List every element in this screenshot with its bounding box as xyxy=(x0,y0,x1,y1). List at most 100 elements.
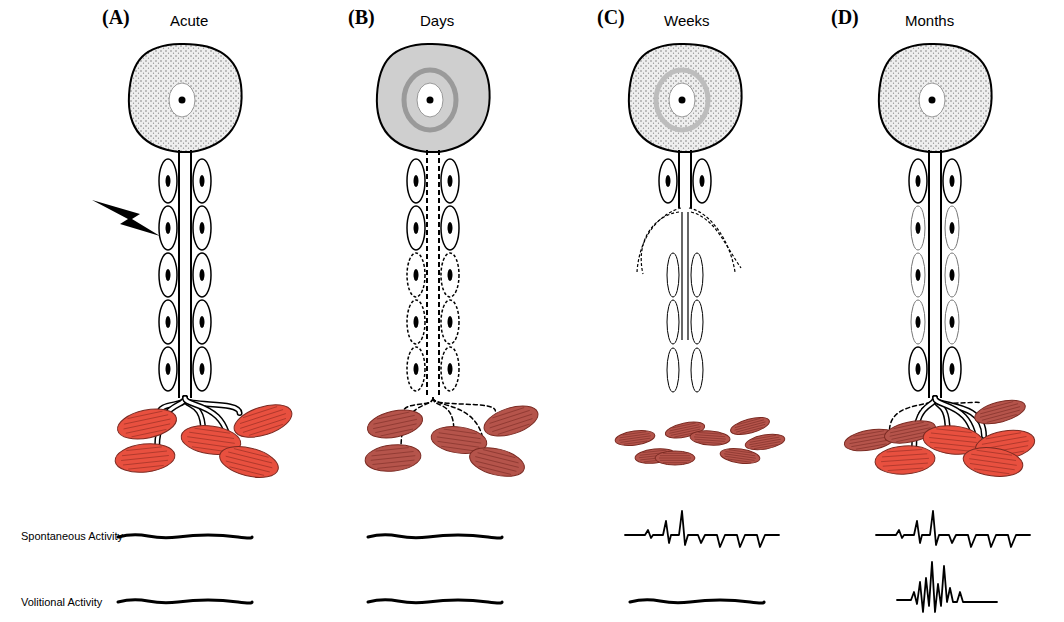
schwann-cell xyxy=(193,253,211,297)
axon-membrane xyxy=(178,150,180,398)
bungner-band xyxy=(691,253,703,297)
schwann-nucleus xyxy=(700,175,705,187)
axon-membrane xyxy=(678,150,680,208)
striation xyxy=(896,435,926,441)
schwann-nucleus xyxy=(950,175,955,187)
schwann-nucleus xyxy=(414,222,419,234)
muscle-body xyxy=(690,430,731,447)
striation xyxy=(850,433,889,440)
emg-trace xyxy=(118,535,252,538)
bungner-band xyxy=(691,348,703,392)
striation xyxy=(672,423,695,428)
striation xyxy=(441,446,474,451)
schwann-cell xyxy=(945,253,959,297)
schwann-nucleus xyxy=(950,363,955,375)
striation xyxy=(750,437,780,442)
nucleus xyxy=(919,83,945,117)
emg-trace xyxy=(630,600,764,603)
striation xyxy=(930,442,975,447)
muscle-fiber xyxy=(114,441,177,475)
schwann-nucleus xyxy=(448,269,453,281)
schwann-cell xyxy=(407,347,425,391)
schwann-cell xyxy=(193,300,211,344)
cell-body xyxy=(377,44,490,152)
schwann-cell xyxy=(943,159,961,203)
striation xyxy=(882,454,927,457)
time-label: Days xyxy=(420,12,454,29)
striation xyxy=(126,447,162,451)
muscle-body xyxy=(114,441,177,475)
striation xyxy=(380,429,413,436)
cell-body xyxy=(629,44,742,152)
muscle-body xyxy=(467,443,528,482)
striation xyxy=(122,451,167,456)
axon-membrane xyxy=(438,150,440,398)
schwann-cell xyxy=(159,253,177,297)
striation xyxy=(977,450,1012,455)
striation xyxy=(624,441,648,444)
muscle-fiber xyxy=(480,400,541,442)
striation xyxy=(890,425,928,433)
muscle-body xyxy=(655,451,695,465)
striation xyxy=(883,463,928,466)
striation xyxy=(128,465,164,469)
striation xyxy=(698,442,722,444)
schwann-nucleus xyxy=(200,222,205,234)
muscle-fiber xyxy=(614,428,656,447)
schwann-nucleus xyxy=(916,269,921,281)
bungner-band xyxy=(667,348,679,392)
time-label: Months xyxy=(905,12,954,29)
striation xyxy=(931,433,976,438)
striation xyxy=(478,453,519,463)
striation xyxy=(375,424,416,433)
striation xyxy=(124,415,168,424)
schwann-cell xyxy=(943,347,961,391)
bungner-band xyxy=(667,253,679,297)
schwann-nucleus xyxy=(916,316,921,328)
schwann-cell xyxy=(193,347,211,391)
schwann-nucleus xyxy=(200,269,205,281)
striation xyxy=(754,445,777,449)
striation xyxy=(663,453,687,454)
striation xyxy=(372,460,414,464)
muscle-fiber xyxy=(655,451,695,465)
striation xyxy=(226,456,273,468)
muscle-body xyxy=(217,441,282,483)
striation xyxy=(492,408,524,418)
muscle-body xyxy=(961,444,1024,480)
striation xyxy=(619,436,651,440)
muscle-fiber xyxy=(364,442,422,474)
striation xyxy=(375,448,408,451)
schwann-cell xyxy=(407,159,425,203)
striation xyxy=(881,458,929,461)
striation xyxy=(725,452,755,456)
schwann-cell xyxy=(159,347,177,391)
striation xyxy=(475,461,516,471)
axon-regrowth xyxy=(687,212,688,340)
schwann-nucleus xyxy=(950,316,955,328)
schwann-cell xyxy=(909,159,927,203)
striation xyxy=(888,468,924,470)
schwann-cell xyxy=(441,206,459,250)
striation xyxy=(249,424,283,435)
schwann-nucleus xyxy=(200,363,205,375)
striation xyxy=(987,414,1017,422)
striation xyxy=(974,469,1009,474)
panel-letter: (A) xyxy=(102,6,130,29)
striation xyxy=(749,439,781,445)
schwann-cell xyxy=(441,253,459,297)
schwann-cell xyxy=(159,300,177,344)
striation xyxy=(934,447,970,451)
time-label: Weeks xyxy=(664,12,710,29)
schwann-nucleus xyxy=(414,175,419,187)
striation xyxy=(660,460,690,461)
striation xyxy=(126,424,170,433)
bungner-band xyxy=(667,300,679,344)
striation xyxy=(851,440,890,447)
striation xyxy=(373,419,417,428)
emg-trace xyxy=(897,562,997,612)
striation xyxy=(752,435,775,439)
emg-trace xyxy=(118,600,252,603)
schwann-cell xyxy=(441,347,459,391)
